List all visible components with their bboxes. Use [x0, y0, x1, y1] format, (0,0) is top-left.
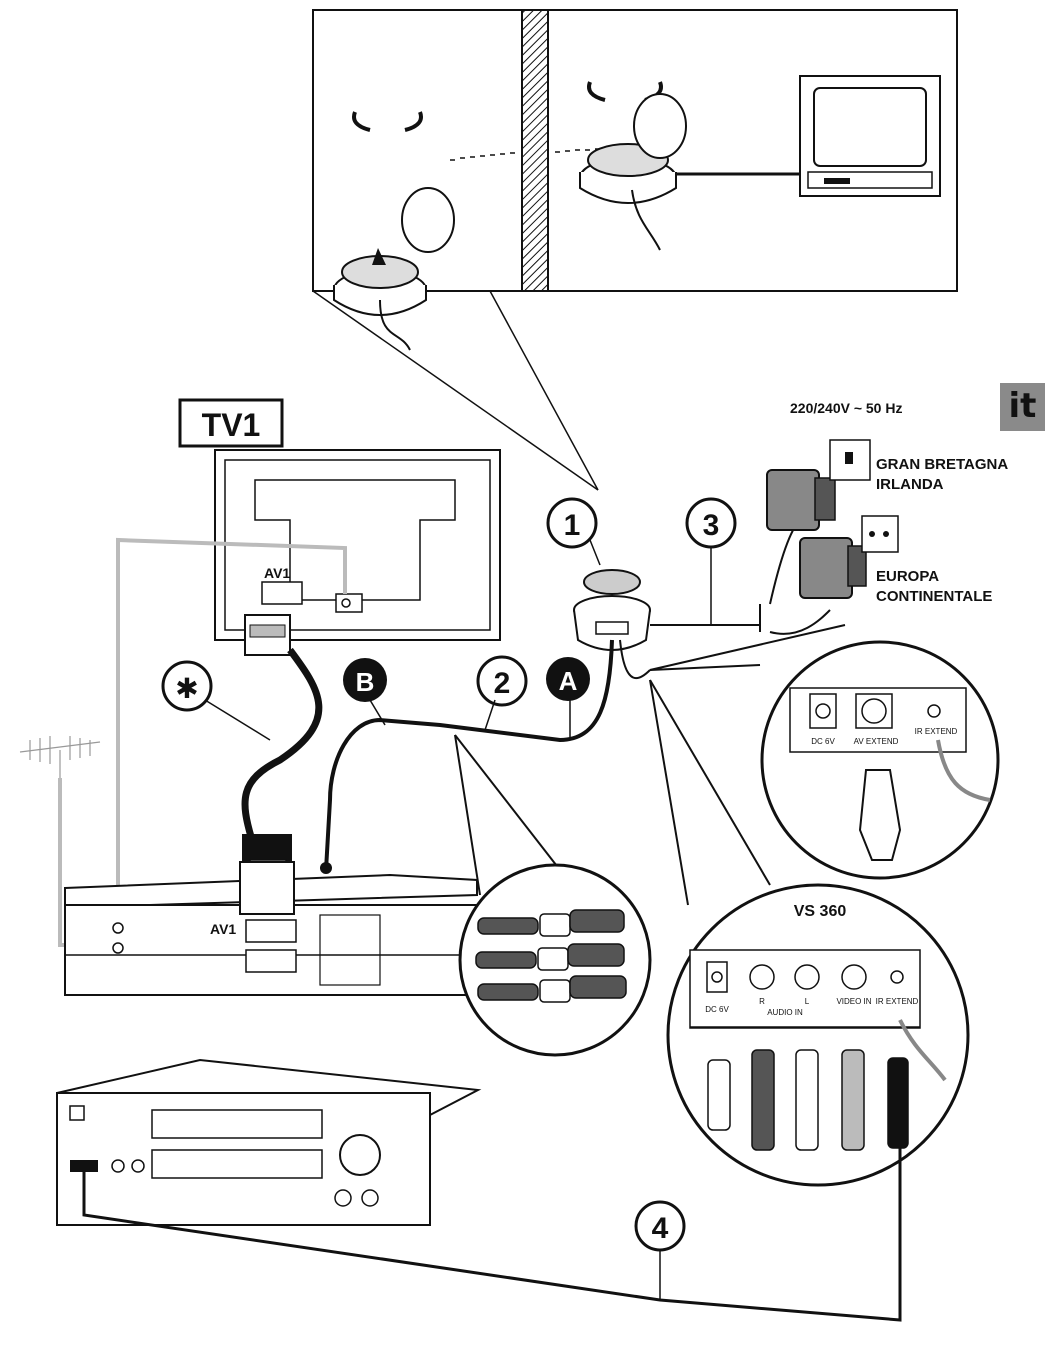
antenna-cable [116, 537, 347, 930]
bottom-ir-extend-label: IR EXTEND [876, 997, 919, 1006]
vcr-scart-av1[interactable] [245, 919, 297, 943]
panel-bottom-detail: VS 360 DC 6V R L AUDIO IN VIDEO IN IR EX… [666, 883, 970, 1187]
ir-receiver-window [70, 1160, 98, 1172]
callout-2: 2 [476, 655, 528, 707]
bottom-r-label: R [759, 997, 765, 1006]
language-tab: it [1000, 383, 1045, 431]
callout-1: 1 [546, 497, 598, 549]
region-uk: GRAN BRETAGNA IRLANDA [876, 456, 1009, 493]
eye-left [333, 187, 455, 351]
tv1-label-box [178, 398, 284, 448]
hifi-device [56, 1058, 482, 1226]
callout-b: B [343, 658, 387, 702]
callout-3: 3 [685, 497, 737, 549]
eu-power-adaptor [799, 515, 899, 599]
vcr: AV1 [64, 861, 478, 996]
av-cable [324, 639, 614, 871]
wall [521, 9, 549, 292]
tv1-rear: TV1 AV1 [178, 398, 501, 641]
svg-text:✱: ✱ [175, 673, 198, 704]
callout-a: A [546, 657, 590, 701]
svg-text:3: 3 [703, 509, 720, 542]
bottom-l-label: L [805, 997, 810, 1006]
svg-text:B: B [356, 667, 375, 697]
svg-text:1: 1 [564, 509, 581, 542]
antenna-icon [19, 736, 101, 778]
tv-scart-socket[interactable] [261, 581, 303, 605]
svg-text:4: 4 [652, 1212, 669, 1245]
eye-right [579, 93, 800, 251]
bottom-dc-label: DC 6V [705, 1005, 729, 1014]
tv-scart-label: AV1 [264, 565, 290, 581]
rca-plugs-detail [458, 863, 652, 1057]
vcr-scart-plug [239, 861, 295, 915]
callout-star: ✱ [161, 660, 213, 712]
top-inset [312, 9, 958, 491]
tv-small [799, 75, 941, 197]
bottom-audio-in-label: AUDIO IN [767, 1008, 803, 1017]
power-spec: 220/240V ~ 50 Hz [790, 400, 903, 416]
uk-power-adaptor [766, 439, 871, 531]
vcr-scart-label: AV1 [210, 921, 236, 937]
panel-top-detail: DC 6V AV EXTEND IR EXTEND [760, 640, 1000, 880]
top-ir-extend-label: IR EXTEND [915, 727, 958, 736]
top-av-extend-label: AV EXTEND [854, 737, 899, 746]
vcr-scart-av2[interactable] [245, 949, 297, 973]
vs-model-title: VS 360 [794, 903, 847, 920]
scart-cable [241, 614, 323, 879]
receiver-base [573, 569, 651, 651]
svg-text:2: 2 [494, 667, 511, 700]
bottom-video-in-label: VIDEO IN [836, 997, 871, 1006]
antenna-socket-icon [335, 593, 363, 613]
callout-4: 4 [634, 1200, 686, 1252]
top-dc-label: DC 6V [811, 737, 835, 746]
svg-text:A: A [559, 666, 578, 696]
region-europe: EUROPA CONTINENTALE [876, 568, 993, 605]
tv1-label: TV1 [202, 407, 261, 443]
